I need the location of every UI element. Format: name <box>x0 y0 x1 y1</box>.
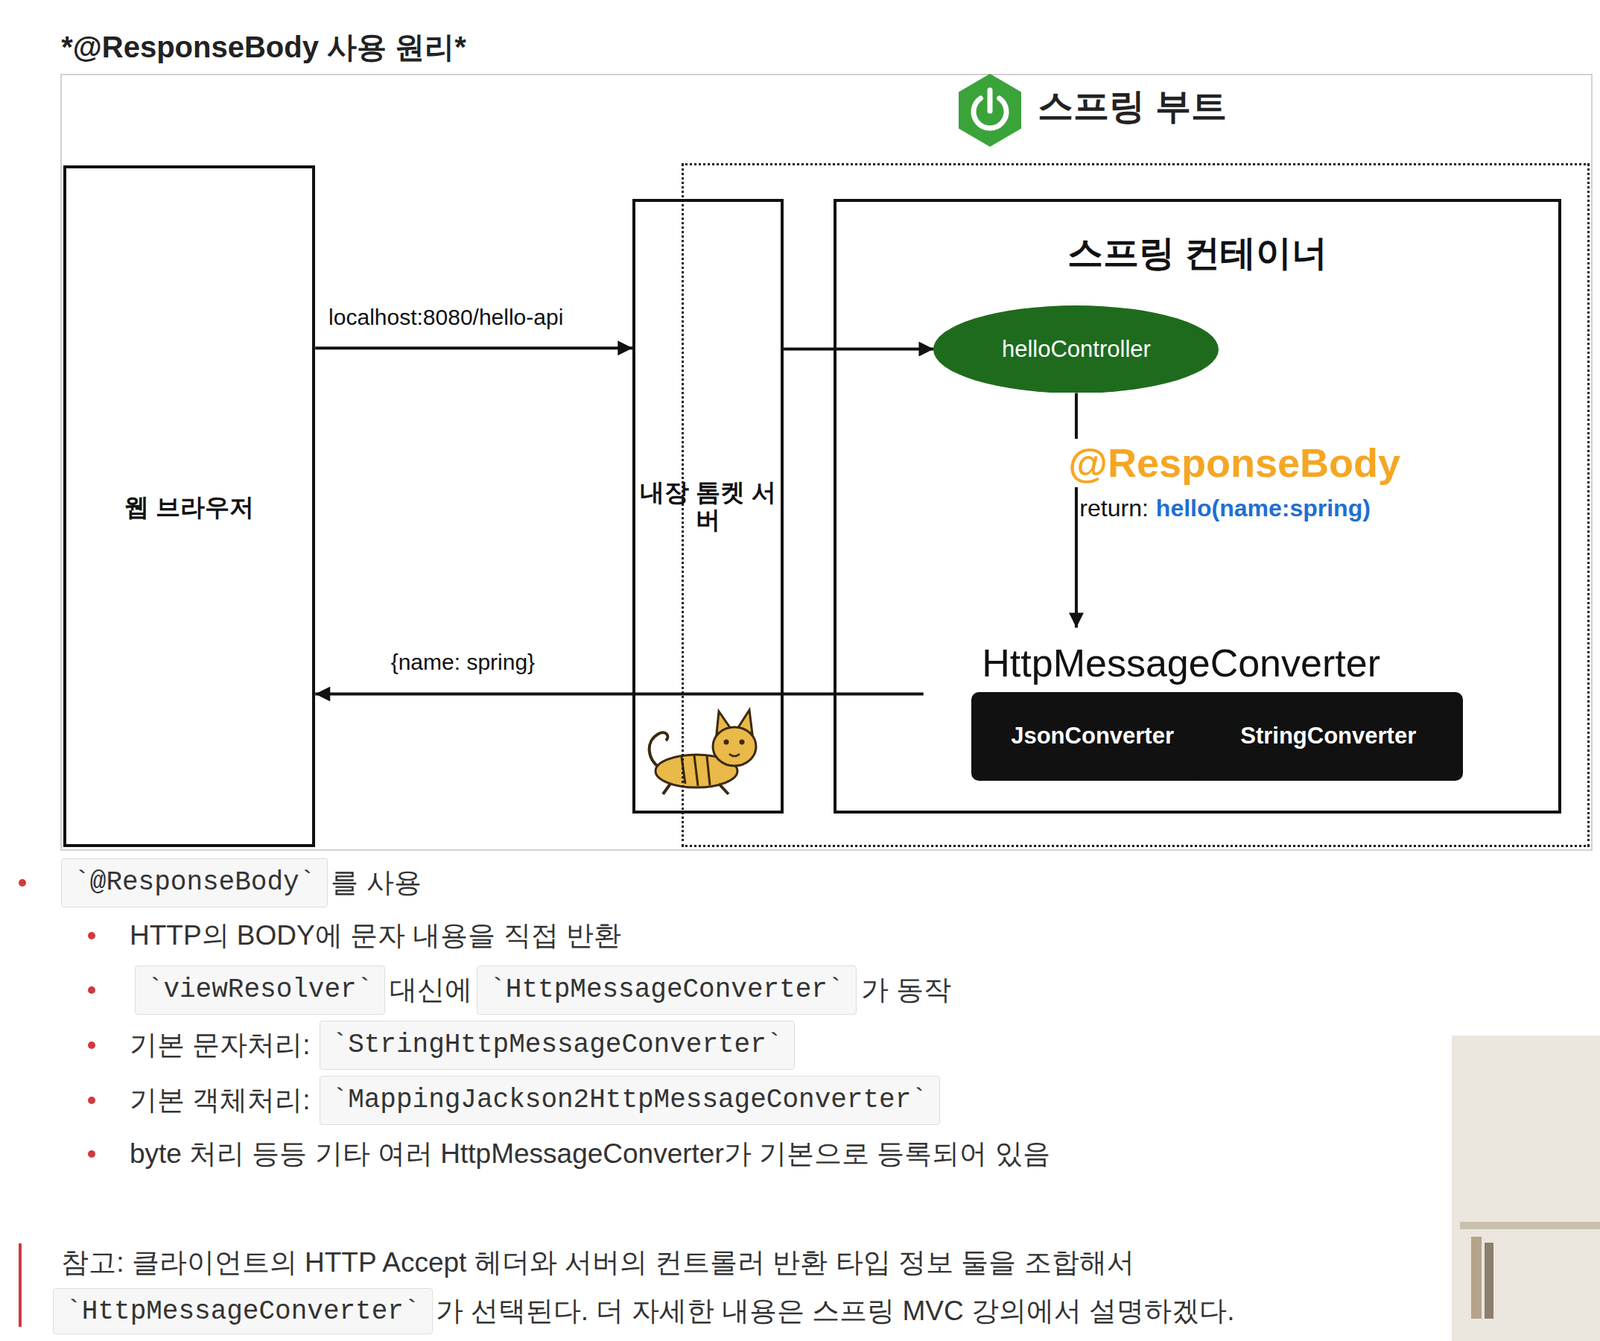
diagram-panel <box>61 74 1592 850</box>
bullet-dot <box>18 878 27 887</box>
body-text: 가 동작 <box>861 971 952 1009</box>
body-text: 를 사용 <box>330 864 421 902</box>
converter-box: StringConverter <box>1194 691 1463 781</box>
flow-arrow <box>1074 392 1078 628</box>
code-chip: `HttpMessageConverter` <box>476 965 856 1015</box>
body-text: hello(name:spring) <box>1156 494 1371 523</box>
code-chip: `StringHttpMessageConverter` <box>319 1020 796 1070</box>
text-line: return: hello(name:spring) <box>1079 491 1371 525</box>
edge-label: @ResponseBody <box>1065 438 1404 488</box>
code-chip: `viewResolver` <box>134 965 386 1015</box>
edge-label: localhost:8080/hello-api <box>325 303 567 331</box>
region-title: 스프링 부트 <box>1037 85 1227 127</box>
converter-label: JsonConverter <box>971 722 1214 750</box>
converter-title: HttpMessageConverter <box>923 641 1440 687</box>
text-line: 참고: 클라이언트의 HTTP Accept 헤더와 서버의 컨트롤러 반환 타… <box>61 1239 1134 1286</box>
tomcat-head <box>712 727 757 766</box>
webcam-background <box>1451 1035 1600 1341</box>
page-title: *@ResponseBody 사용 원리* <box>61 26 467 68</box>
bullet-dot <box>87 1041 96 1049</box>
flow-arrow <box>315 346 633 350</box>
converter-label: StringConverter <box>1194 722 1463 750</box>
body-text: byte 처리 등등 기타 여러 HttpMessageConverter가 기… <box>129 1135 1051 1173</box>
webcam-book <box>1484 1242 1494 1319</box>
spring-logo <box>958 73 1022 147</box>
box-label: 내장 톰켓 서버 <box>635 478 781 535</box>
client-box: 웹 브라우저 <box>63 165 316 847</box>
body-text: 기본 문자처리: <box>129 1026 311 1064</box>
note-bar <box>18 1243 22 1327</box>
tomcat-mouth <box>729 753 740 757</box>
webcam-inset <box>1451 1035 1600 1341</box>
text-line: `@ResponseBody`를 사용 <box>61 858 421 908</box>
body-text: 대신에 <box>389 971 473 1009</box>
body-text: 기본 객체처리: <box>129 1081 311 1119</box>
flow-arrow <box>783 347 934 351</box>
body-text: 가 선택된다. 더 자세한 내용은 스프링 MVC 강의에서 설명하겠다. <box>435 1292 1236 1330</box>
container-title: 스프링 컨테이너 <box>836 232 1559 274</box>
flow-arrow <box>315 692 923 696</box>
code-chip: `@ResponseBody` <box>61 858 328 908</box>
converter-box: JsonConverter <box>971 691 1214 781</box>
power-bar <box>987 90 993 111</box>
tomcat-stripe <box>706 756 710 786</box>
body-text: HTTP의 BODY에 문자 내용을 직접 반환 <box>129 916 622 955</box>
edge-label: {name: spring} <box>388 648 538 676</box>
webcam-book <box>1471 1236 1482 1319</box>
ellipse-shape <box>933 305 1219 394</box>
text-line: `viewResolver`대신에`HttpMessageConverter`가… <box>134 965 952 1015</box>
tomcat-leg <box>662 783 671 795</box>
body-text: return: <box>1079 494 1148 523</box>
bullet-dot <box>87 986 96 994</box>
server-box: 내장 톰켓 서버 <box>632 198 784 814</box>
body-text: 참고: 클라이언트의 HTTP Accept 헤더와 서버의 컨트롤러 반환 타… <box>61 1243 1134 1282</box>
bullet-dot <box>87 931 96 940</box>
text-line: 기본 문자처리:`StringHttpMessageConverter` <box>129 1020 795 1070</box>
text-line: HTTP의 BODY에 문자 내용을 직접 반환 <box>129 910 622 961</box>
tomcat-leg <box>718 783 729 795</box>
converter-group: JsonConverterStringConverterHttpMessageC… <box>923 627 1440 786</box>
logo-hexagon <box>958 73 1022 147</box>
tomcat-stripe <box>694 755 698 786</box>
tomcat-eye <box>724 739 730 745</box>
code-chip: `HttpMessageConverter` <box>52 1287 433 1335</box>
box-label: 웹 브라우저 <box>66 493 313 522</box>
code-chip: `MappingJackson2HttpMessageConverter` <box>319 1075 941 1125</box>
controller-ellipse: helloController <box>933 305 1219 394</box>
tomcat-icon <box>649 709 757 795</box>
tomcat-eye <box>739 739 745 745</box>
bullet-dot <box>87 1096 96 1104</box>
text-line: `HttpMessageConverter`가 선택된다. 더 자세한 내용은 … <box>52 1287 1235 1335</box>
controller-label: helloController <box>933 335 1219 363</box>
bullet-dot <box>87 1150 96 1158</box>
webcam-shelf <box>1459 1221 1600 1230</box>
text-line: byte 처리 등등 기타 여러 HttpMessageConverter가 기… <box>129 1129 1051 1179</box>
text-line: 기본 객체처리:`MappingJackson2HttpMessageConve… <box>129 1075 941 1125</box>
